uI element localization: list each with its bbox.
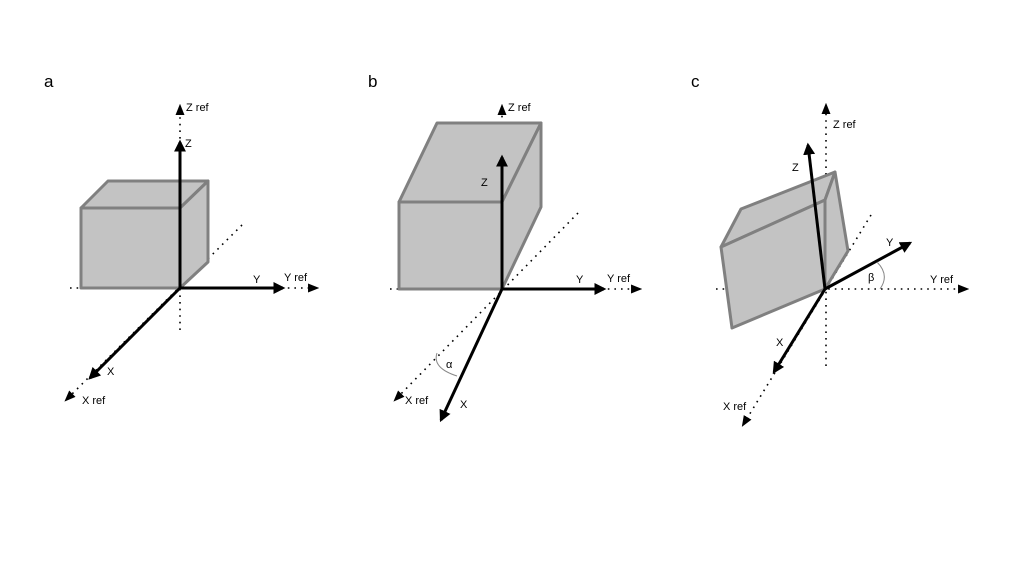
y-label: Y <box>886 237 894 249</box>
alpha-arc <box>435 352 458 377</box>
y-axis <box>824 241 913 291</box>
box-right-face <box>823 170 850 291</box>
box-front-face <box>397 200 504 291</box>
y-ref-label: Y ref <box>284 272 308 284</box>
x-label: X <box>107 366 115 378</box>
x-ref-label: X ref <box>82 395 106 407</box>
y-ref-label: Y ref <box>930 274 954 286</box>
panel-label: a <box>44 72 54 91</box>
x-axis <box>772 288 827 375</box>
panel-c: c β Z ref Z Y Y ref X X ref <box>691 72 970 427</box>
x-ref-label: X ref <box>405 395 429 407</box>
z-ref-label: Z ref <box>833 119 857 131</box>
x-label: X <box>460 399 468 411</box>
y-label: Y <box>576 274 584 286</box>
beta-arc <box>876 261 885 290</box>
x-ref-label: X ref <box>723 401 747 413</box>
z-label: Z <box>481 177 488 189</box>
x-ref-axis <box>741 214 872 427</box>
x-label: X <box>776 337 784 349</box>
y-label: Y <box>253 274 261 286</box>
x-axis <box>439 288 504 423</box>
panel-a: a Z ref Z Y Y ref X X ref <box>44 72 320 407</box>
z-label: Z <box>792 162 799 174</box>
panel-label: c <box>691 72 700 91</box>
box-front-face <box>79 206 182 290</box>
z-axis <box>803 142 827 290</box>
z-label: Z <box>185 138 192 150</box>
beta-label: β <box>868 272 874 284</box>
panel-b: b α Z ref Z Y Y ref X X ref <box>368 72 643 423</box>
z-ref-label: Z ref <box>186 102 210 114</box>
alpha-label: α <box>446 359 453 371</box>
y-ref-label: Y ref <box>607 273 631 285</box>
x-ref-axis <box>393 212 579 402</box>
z-ref-label: Z ref <box>508 102 532 114</box>
x-axis <box>88 286 182 380</box>
panel-label: b <box>368 72 377 91</box>
